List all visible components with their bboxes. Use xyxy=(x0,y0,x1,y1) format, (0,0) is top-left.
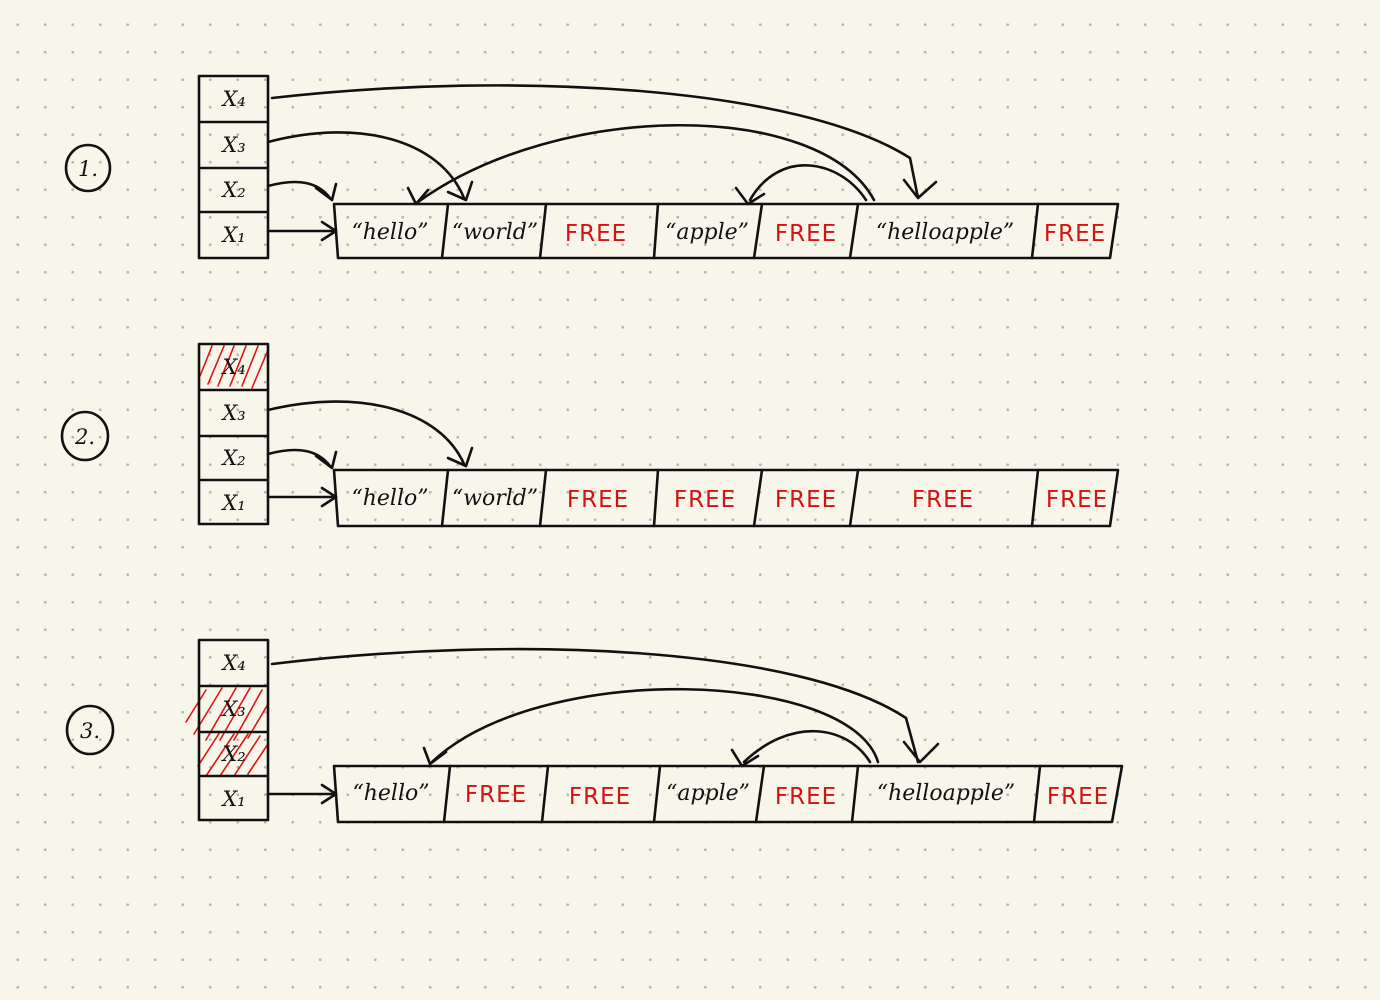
variable-label: X₁ xyxy=(220,223,245,247)
memory-cell-text: FREE xyxy=(775,784,837,810)
variable-label: X₁ xyxy=(220,491,245,515)
memory-cell-text: FREE xyxy=(912,487,974,513)
memory-cell-text: “apple” xyxy=(666,781,750,806)
variable-label: X₄ xyxy=(220,651,245,675)
memory-cell-text: FREE xyxy=(775,487,837,513)
pointer-arrow-x2 xyxy=(266,448,338,470)
variable-stack: X₄ X₃ X₂ X₁ xyxy=(197,342,270,526)
panel-number-circle xyxy=(60,410,110,462)
panel-number: 2. xyxy=(74,425,95,449)
memory-cell-text: FREE xyxy=(775,221,837,247)
memory-cell-text: “hello” xyxy=(352,486,429,511)
memory-cell-text: FREE xyxy=(674,487,736,513)
memory-cell-text: “hello” xyxy=(353,781,430,806)
variable-label: X₃ xyxy=(220,133,245,157)
variable-stack-outline xyxy=(197,638,270,822)
pointer-arrow-x1 xyxy=(266,783,338,805)
pointer-arrows xyxy=(266,647,940,805)
panel-1: 1. X₄ X₃ X₂ X₁ “hello” “world” FREE “app… xyxy=(64,74,1120,260)
variable-label: X₃ xyxy=(220,697,245,721)
memory-cell-text: “helloapple” xyxy=(877,781,1015,806)
pointer-arrows xyxy=(266,400,474,508)
panel-number-circle xyxy=(64,143,112,193)
pointer-arrow-x1 xyxy=(266,220,338,242)
memory-row-outline xyxy=(332,468,1120,528)
pointer-arrow-helloapple-to-hello xyxy=(406,123,876,206)
variable-stack: X₄ X₃ X₂ X₁ xyxy=(185,638,270,822)
memory-cell-text: “helloapple” xyxy=(876,220,1014,245)
pointer-arrow-x4 xyxy=(270,84,938,200)
variable-stack-outline xyxy=(197,74,270,260)
memory-row: “hello” “world” FREE “apple” FREE “hello… xyxy=(332,202,1120,260)
memory-cell-text: “apple” xyxy=(665,220,749,245)
panel-number-badge: 1. xyxy=(64,143,112,193)
pointer-arrows xyxy=(266,84,938,242)
panel-number: 1. xyxy=(78,157,98,181)
panel-2: 2. X₄ X₃ X₂ X₁ “hello” “world” FREE FREE xyxy=(60,342,1120,528)
pointer-arrow-x3 xyxy=(266,400,474,468)
variable-stack: X₄ X₃ X₂ X₁ xyxy=(197,74,270,260)
memory-row: “hello” “world” FREE FREE FREE FREE FREE xyxy=(332,468,1120,528)
variable-label: X₄ xyxy=(220,355,245,379)
panel-3: 3. X₄ X₃ X₂ X₁ xyxy=(65,638,1124,824)
variable-label: X₃ xyxy=(220,401,245,425)
memory-cell-text: FREE xyxy=(1046,487,1108,513)
variable-label: X₂ xyxy=(220,446,245,470)
memory-cell-text: FREE xyxy=(465,782,527,808)
variable-label: X₄ xyxy=(220,87,245,111)
memory-cell-dividers xyxy=(442,764,1042,824)
memory-cell-text: “world” xyxy=(452,220,538,245)
memory-row-outline xyxy=(332,202,1120,260)
pointer-arrow-helloapple-to-apple xyxy=(730,729,872,768)
panel-number-badge: 3. xyxy=(65,704,115,756)
pointer-arrow-x4 xyxy=(270,647,940,764)
memory-cell-text: FREE xyxy=(567,487,629,513)
pointer-arrow-helloapple-to-apple xyxy=(734,164,868,206)
memory-cell-text: “world” xyxy=(452,486,538,511)
variable-label: X₂ xyxy=(220,178,245,202)
memory-cell-text: FREE xyxy=(1047,784,1109,810)
variable-label: X₂ xyxy=(220,742,245,766)
pointer-arrow-x2 xyxy=(266,180,338,202)
memory-cell-text: FREE xyxy=(565,221,627,247)
variable-label: X₁ xyxy=(220,787,245,811)
memory-cell-dividers xyxy=(440,468,1040,528)
memory-cell-text: FREE xyxy=(1044,221,1106,247)
memory-cell-dividers xyxy=(440,202,1040,260)
panel-number-circle xyxy=(65,704,115,756)
pointer-arrow-x1 xyxy=(266,486,338,508)
pointer-arrow-helloapple-to-hello xyxy=(422,687,880,766)
memory-row: “hello” FREE FREE “apple” FREE “helloapp… xyxy=(332,764,1124,824)
freed-variable-hatch xyxy=(199,345,269,389)
memory-cell-text: “hello” xyxy=(352,220,429,245)
memory-cell-text: FREE xyxy=(569,784,631,810)
pointer-arrow-x3 xyxy=(266,131,474,202)
variable-stack-outline xyxy=(197,342,270,526)
panel-number-badge: 2. xyxy=(60,410,110,462)
panel-number: 3. xyxy=(80,719,100,743)
memory-row-outline xyxy=(332,764,1124,824)
